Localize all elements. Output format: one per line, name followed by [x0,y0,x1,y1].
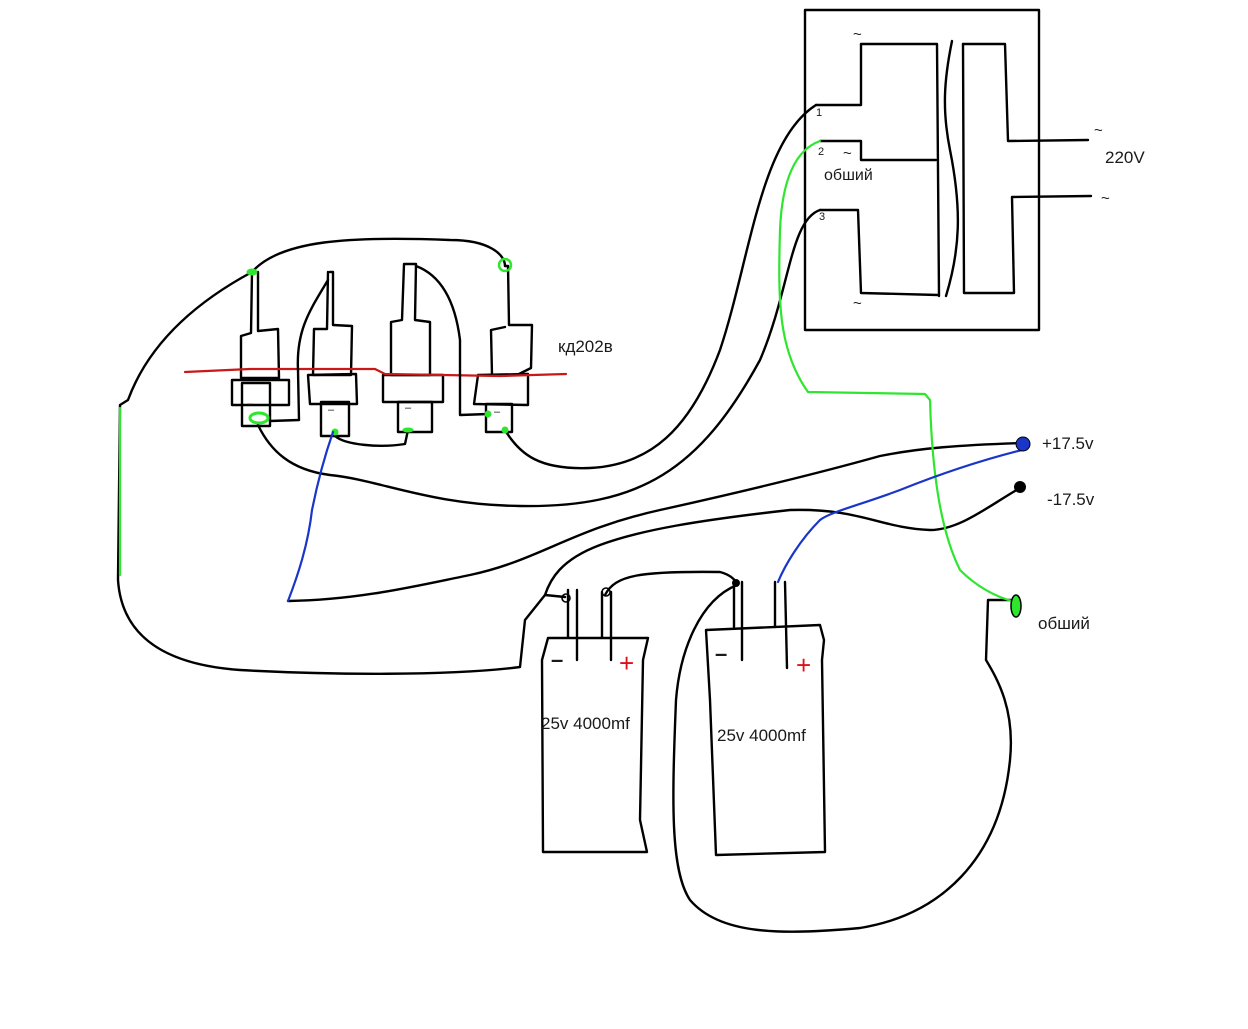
capacitor-2-rating: 25v 4000mf [717,726,806,745]
diode-4-terminal-mark: – [494,406,501,418]
tilde-primary-bottom: ~ [1101,190,1110,207]
transformer-frame [803,8,1041,332]
diode-4-base [484,402,514,434]
junction-green-d1 [246,268,258,276]
heatsink-line [183,367,568,378]
junction-green-d3-base [402,427,414,433]
wire-blue-cap2-plus [776,448,1024,584]
capacitor-1 [540,587,650,854]
primary-winding-top [961,42,1090,143]
transformer [803,8,1093,332]
green-wires [118,139,1022,618]
secondary-winding-bottom [818,208,940,297]
tilde-primary-top: ~ [1094,122,1103,139]
positive-output-label: +17.5v [1042,434,1094,453]
transformer-core-line [943,39,960,298]
junction-green-d4-base [501,426,509,434]
terminal-negative [1014,481,1026,493]
capacitor-1-minus-sign: – [551,647,564,672]
wire-diode2-to-diode1 [268,278,330,423]
pin-1-label: 1 [816,107,823,119]
capacitor-2-plus-sign: + [796,650,812,680]
wire-positive-to-left [286,441,1024,603]
diode-4-body [489,264,534,377]
tilde-secondary-bottom: ~ [853,295,862,312]
diode-1-body [239,270,281,380]
diode-2-nut [306,372,359,406]
capacitor-1-plus-sign: + [619,648,635,678]
diode-2-terminal-mark: – [328,404,335,416]
pin-2-common-label: обший [824,167,873,184]
diode-3-nut [381,373,445,404]
terminal-common [1010,594,1022,618]
tilde-secondary-tap: ~ [843,145,852,162]
pin-3-label: 3 [819,211,826,223]
capacitor-2-minus-sign: – [715,641,728,666]
diode-3-terminal-mark: – [405,402,412,414]
wire-cap-series-jumper [603,570,739,597]
secondary-winding-top [814,42,941,298]
blue-wires [286,430,1031,603]
diode-4-nut [472,372,530,407]
tilde-secondary-top: ~ [853,26,862,43]
capacitor-1-rating: 25v 4000mf [541,714,630,733]
capacitor-2-body [704,623,827,857]
mains-voltage-label: 220V [1105,148,1145,167]
diode-bridge [183,262,568,438]
diode-model-label: кд202в [558,337,613,356]
capacitor-2 [704,579,827,857]
negative-output-label: -17.5v [1047,490,1095,509]
secondary-winding-tap [818,139,938,162]
diode-1-terminal-mark: – [247,398,254,410]
wire-outer-loop-top [250,237,507,274]
junction-green-d4-side [484,410,492,418]
diode-2-body [311,270,354,377]
wire-diode4-to-pin1 [503,103,818,470]
junction-green-d1-base [248,411,270,425]
diode-3-body [389,262,432,377]
terminal-positive [1015,436,1031,452]
wire-outer-loop-left [116,270,567,675]
diode-3 [381,262,445,434]
capacitor-2-lead-plus-b [783,580,789,670]
black-wires [116,103,1024,933]
diode-1-base [240,381,272,428]
wire-common-green [778,139,1017,604]
diode-1-nut [230,378,291,407]
diode-4 [472,264,534,434]
capacitor-2-terminal-minus [732,579,740,587]
wire-diode3-to-diode4 [414,264,490,417]
wire-negative-to-caps [543,486,1022,597]
wire-common-bottom-loop [672,583,1014,933]
wire-diode2-to-diode3 [333,428,410,447]
capacitor-1-terminal-plus [601,587,611,597]
wire-blue-diode2 [286,430,335,603]
junction-green-d4 [497,257,513,273]
common-output-label: обший [1038,614,1090,633]
capacitor-1-terminal-minus [561,593,571,603]
diode-3-base [396,400,434,434]
primary-winding-bottom [961,42,1093,295]
capacitor-1-body [540,636,650,854]
diode-1 [230,270,291,428]
pin-2-label: 2 [818,146,825,158]
